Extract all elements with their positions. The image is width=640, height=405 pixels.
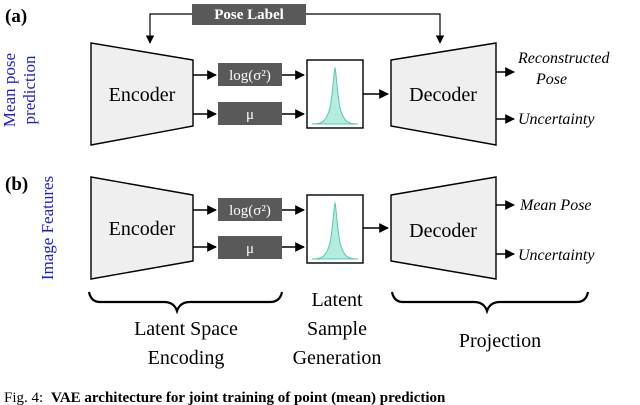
- logvar-text-a: log(σ²): [229, 68, 271, 84]
- output-uncertainty-a: Uncertainty: [518, 111, 595, 128]
- encoder-a: [90, 42, 194, 146]
- logvar-box-b: [218, 198, 282, 221]
- gaussian-curve-b: [311, 201, 359, 260]
- side-label-line1: Mean pose: [0, 53, 19, 127]
- group-latent-sample-line1: Latent: [311, 289, 363, 311]
- caption-prefix: Fig. 4:: [4, 390, 43, 405]
- group-latent-space-encoding-line1: Latent Space: [134, 318, 238, 340]
- panel-b-label: (b): [5, 174, 28, 195]
- group-projection: Projection: [459, 330, 541, 352]
- panel-a-label: (a): [5, 6, 27, 27]
- panel-a-side-label: Mean pose prediction: [0, 53, 39, 127]
- logvar-text-b: log(σ²): [229, 203, 271, 219]
- group-latent-sample-line3: Generation: [293, 347, 382, 369]
- brace-encoding: [87, 291, 284, 315]
- mu-text-a: μ: [246, 107, 254, 123]
- logvar-box-a: [218, 63, 282, 86]
- brace-projection: [390, 291, 590, 315]
- mu-box-b: [218, 236, 282, 259]
- decoder-a: [390, 42, 497, 146]
- output-mean-pose-b: Mean Pose: [519, 197, 592, 214]
- caption: Fig. 4: VAE architecture for joint train…: [4, 390, 446, 405]
- pose-label-text: Pose Label: [214, 7, 284, 23]
- decoder-a-label: Decoder: [409, 84, 477, 106]
- encoder-b-label: Encoder: [109, 218, 176, 240]
- output-reconstructed-a: Reconstructed: [517, 50, 611, 67]
- panel-b-side-label: Image Features: [38, 176, 57, 280]
- encoder-b: [90, 176, 194, 280]
- group-latent-sample-line2: Sample: [307, 318, 367, 340]
- output-pose-a: Pose: [535, 71, 567, 88]
- mu-box-a: [218, 102, 282, 125]
- group-latent-space-encoding-line2: Encoding: [148, 347, 225, 369]
- gaussian-curve-a: [311, 66, 359, 125]
- encoder-a-label: Encoder: [109, 84, 176, 106]
- caption-bold: VAE architecture for joint training of p…: [51, 390, 446, 405]
- mu-text-b: μ: [246, 241, 254, 257]
- decoder-b: [390, 176, 497, 280]
- decoder-b-label: Decoder: [409, 220, 477, 242]
- output-uncertainty-b: Uncertainty: [518, 247, 595, 264]
- side-label-line2: prediction: [20, 55, 39, 124]
- pose-label-box: [192, 4, 306, 25]
